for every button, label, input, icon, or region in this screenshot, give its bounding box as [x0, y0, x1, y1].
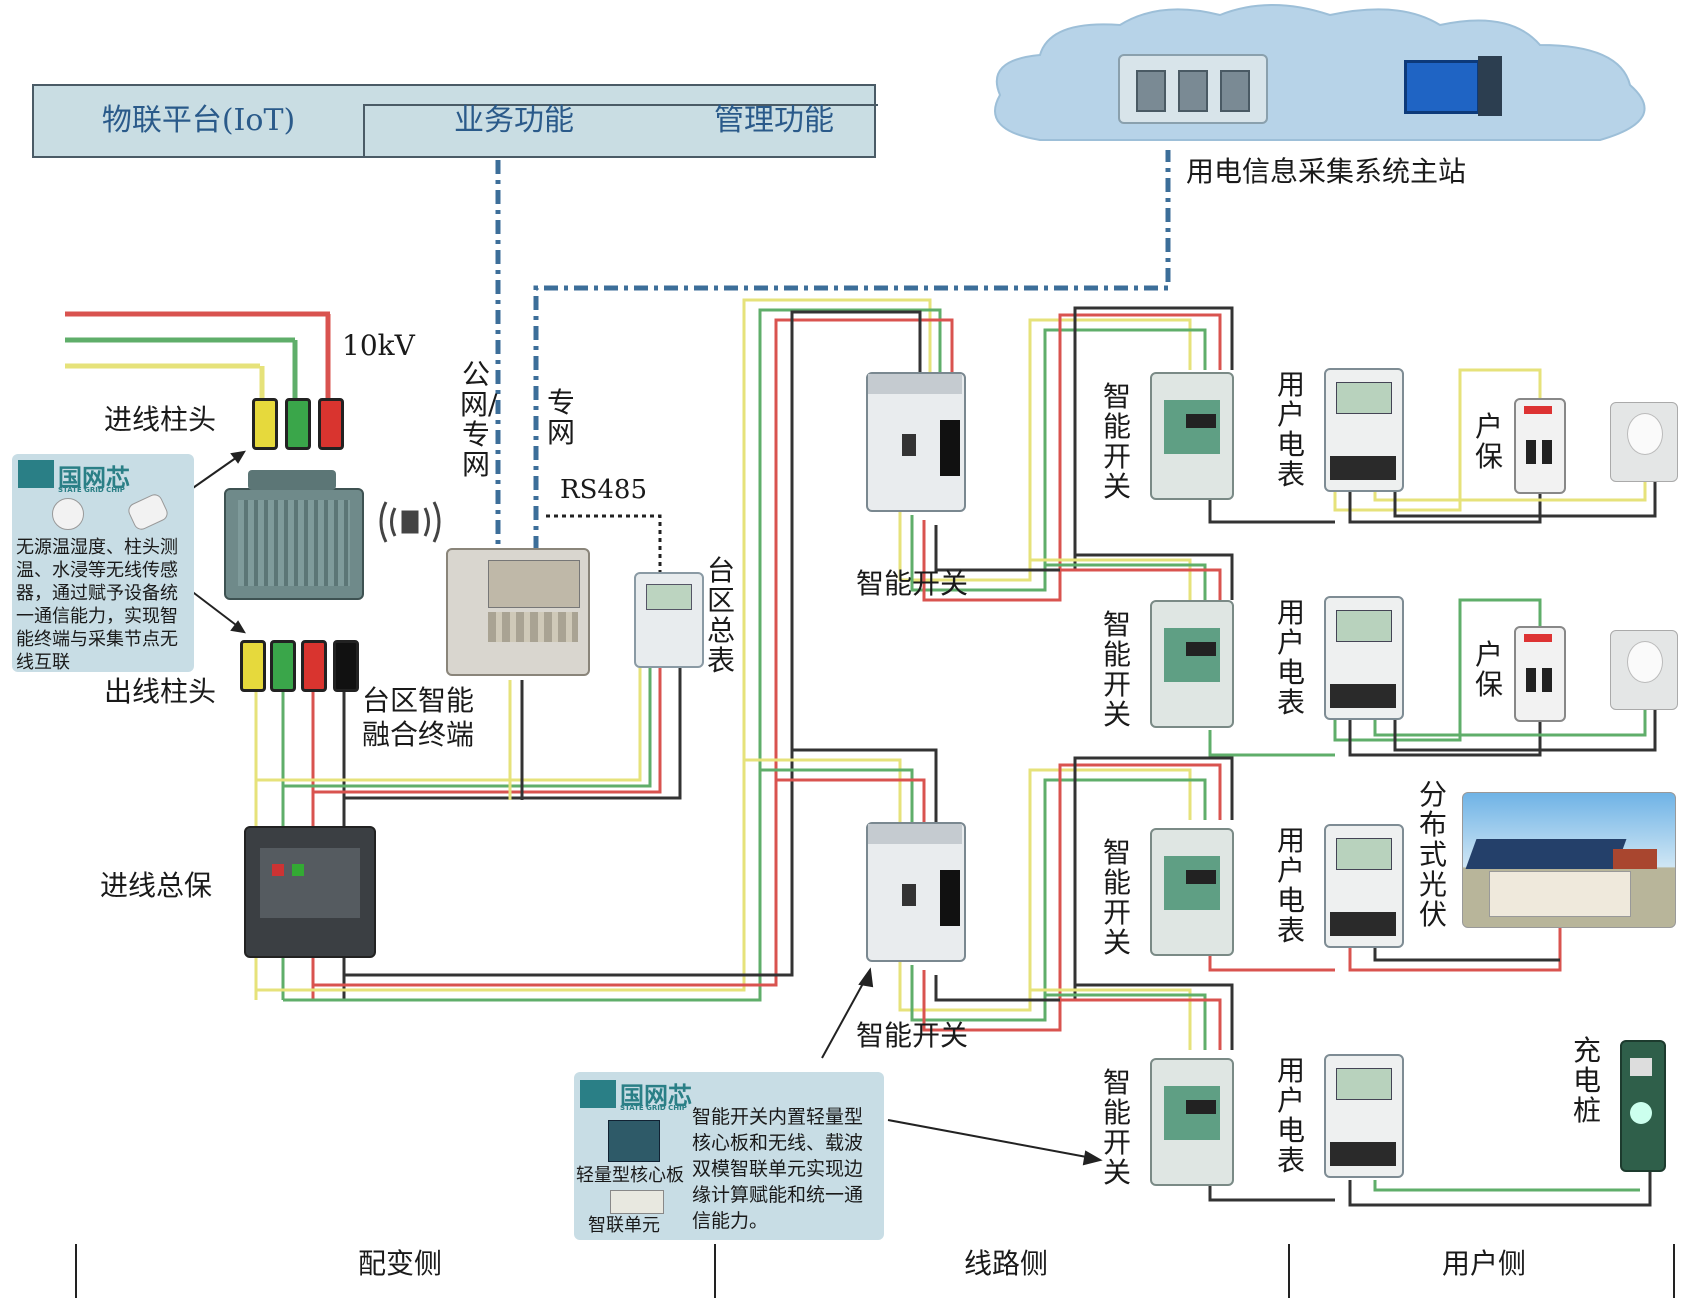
user-meter-icon	[1324, 596, 1404, 720]
iot-platform-bar: 物联平台(IoT) 业务功能 管理功能	[32, 84, 878, 158]
user-meter-icon	[1324, 824, 1404, 948]
light-bulb-icon	[1610, 402, 1678, 482]
public-private-network-label: 公网/专网	[460, 358, 498, 481]
state-grid-chip-logo-icon	[18, 460, 54, 488]
sensor-box-text: 无源温湿度、柱头测温、水浸等无线传感器，通过赋予设备统一通信能力，实现智能终端与…	[16, 537, 178, 673]
outgoing-fuse-yellow	[240, 640, 266, 692]
home-breaker-icon	[1514, 398, 1566, 494]
sensor-box-brand-en: STATE GRID CHIP	[58, 486, 125, 494]
footer-divider-left	[75, 1244, 77, 1298]
footer-divider-mid2	[1288, 1244, 1290, 1298]
incoming-pole-label: 进线柱头	[104, 403, 217, 436]
light-bulb-icon	[1610, 630, 1678, 710]
chip-box-logo-icon	[580, 1080, 616, 1108]
user-meter-label: 用户电表	[1276, 824, 1305, 947]
footer-distribution-side: 配变侧	[358, 1247, 443, 1280]
home-breaker-icon	[1514, 626, 1566, 722]
user-meter-label: 用户电表	[1276, 596, 1305, 719]
user-smart-switch-icon	[1150, 600, 1234, 728]
home-breaker-label: 户保	[1474, 410, 1503, 473]
user-switch-label: 智能开关	[1102, 380, 1131, 503]
user-smart-switch-icon	[1150, 828, 1234, 956]
footer-divider-mid1	[714, 1244, 716, 1298]
smart-unit-label: 智联单元	[588, 1215, 660, 1236]
chip-info-box: 国网芯 STATE GRID CHIP 轻量型核心板 智联单元 智能开关内置轻量…	[574, 1072, 884, 1240]
incoming-fuse-yellow	[252, 398, 278, 450]
user-switch-label: 智能开关	[1102, 1066, 1131, 1189]
iot-platform-label: 物联平台(IoT)	[101, 103, 296, 138]
voltage-label: 10kV	[342, 329, 415, 362]
footer-user-side: 用户侧	[1442, 1247, 1527, 1280]
footer-divider-right	[1673, 1244, 1675, 1298]
chip-box-brand-en: STATE GRID CHIP	[620, 1104, 687, 1112]
home-breaker-label: 户保	[1474, 638, 1503, 701]
monitor-icon	[1404, 60, 1480, 114]
outgoing-fuse-green	[270, 640, 296, 692]
cloud-shape	[994, 4, 1646, 141]
outgoing-fuse-black	[333, 640, 359, 692]
rs485-label: RS485	[560, 475, 648, 505]
charging-pile-icon	[1620, 1040, 1666, 1172]
fusion-terminal-icon	[446, 548, 590, 676]
user-meter-icon	[1324, 368, 1404, 492]
smart-switch-1-icon	[866, 372, 966, 512]
incoming-fuse-red	[318, 398, 344, 450]
sensor-box-brand: 国网芯	[58, 464, 130, 492]
smart-unit-icon	[610, 1190, 664, 1214]
outgoing-pole-label: 出线柱头	[104, 675, 217, 708]
charging-pile-label: 充电桩	[1572, 1034, 1601, 1127]
user-smart-switch-icon	[1150, 1058, 1234, 1186]
area-meter-icon	[634, 572, 704, 668]
solar-house-image	[1462, 792, 1676, 928]
private-network-label: 专网	[546, 386, 575, 449]
temperature-sensor-icon	[52, 498, 84, 530]
chip-box-brand: 国网芯	[620, 1082, 692, 1110]
master-station-label: 用电信息采集系统主站	[1186, 155, 1467, 188]
sensor-info-box: 国网芯 STATE GRID CHIP 无源温湿度、柱头测温、水浸等无线传感器，…	[12, 454, 194, 673]
area-meter-label: 台区总表	[706, 554, 735, 677]
fusion-terminal-label: 台区智能融合终端	[362, 684, 475, 751]
pc-tower-icon	[1478, 56, 1502, 116]
distributed-pv-label: 分布式光伏	[1418, 778, 1447, 931]
incoming-fuse-green	[285, 398, 311, 450]
pole-sensor-icon	[125, 491, 171, 533]
user-switch-label: 智能开关	[1102, 608, 1131, 731]
incoming-breaker-icon	[244, 826, 376, 958]
smart-switch-2-icon	[866, 822, 966, 962]
user-meter-label: 用户电表	[1276, 1054, 1305, 1177]
line-switch-2-label: 智能开关	[856, 1019, 969, 1052]
core-board-icon	[608, 1120, 660, 1162]
line-switch-1-label: 智能开关	[856, 567, 969, 600]
outgoing-fuse-red	[301, 640, 327, 692]
business-function-label: 业务功能	[454, 103, 574, 138]
user-meter-icon	[1324, 1054, 1404, 1178]
chip-box-text: 智能开关内置轻量型核心板和无线、载波双模智联单元实现边缘计算赋能和统一通信能力。	[692, 1106, 864, 1232]
core-board-label: 轻量型核心板	[576, 1165, 684, 1186]
user-switch-label: 智能开关	[1102, 836, 1131, 959]
server-rack-icon	[1118, 54, 1268, 124]
user-meter-label: 用户电表	[1276, 368, 1305, 491]
user-smart-switch-icon	[1150, 372, 1234, 500]
iot-bar-divider	[363, 104, 365, 156]
iot-bar-top-edge	[363, 84, 878, 106]
footer-line-side: 线路侧	[964, 1247, 1049, 1280]
transformer-bushings	[248, 470, 336, 490]
transformer-icon	[224, 488, 364, 600]
incoming-breaker-label: 进线总保	[100, 869, 213, 902]
management-function-label: 管理功能	[714, 103, 834, 138]
